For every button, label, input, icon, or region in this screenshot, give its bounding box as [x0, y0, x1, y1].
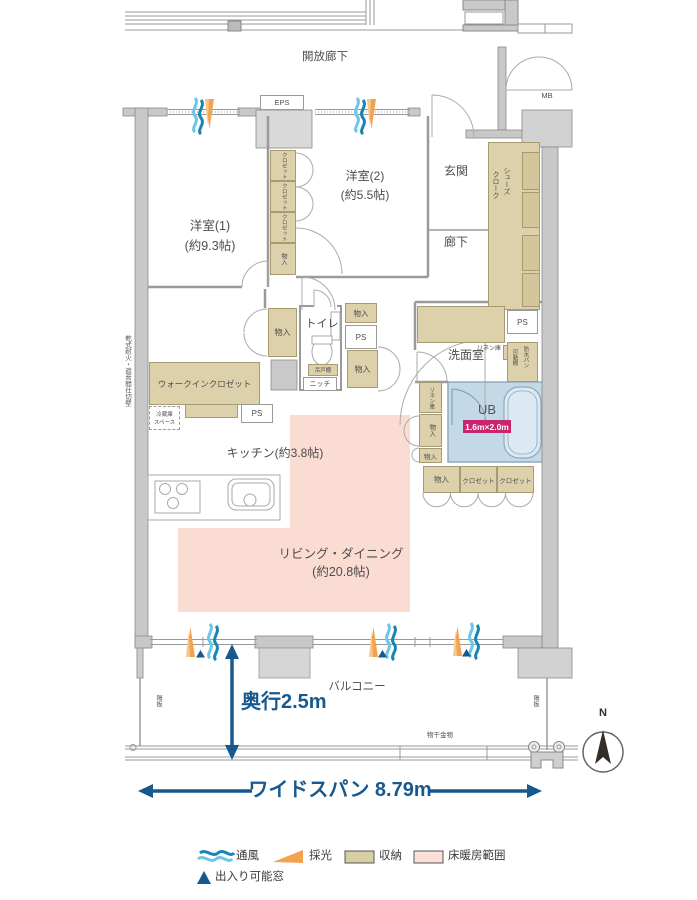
shoe-cloak-label: シューズ: [503, 167, 510, 195]
drywall-note: 乾式耐火・遮音間仕切壁: [123, 335, 131, 407]
room-size-living: (約20.8帖): [312, 565, 370, 579]
room-label-entrance: 玄関: [443, 164, 469, 178]
bath-size-badge: 1.6m×2.0m: [463, 420, 511, 433]
kitchen-sink: [227, 478, 275, 511]
compass: [582, 730, 624, 773]
closet-box: クロゼット: [460, 466, 497, 493]
waterproof-pan-label: 防水パン: [522, 346, 529, 368]
pipe-space-box: PS: [345, 325, 377, 349]
pipe-space-box: PS: [241, 404, 273, 423]
walk-in-closet-ext: [185, 404, 238, 418]
balcony-label: バルコニー: [328, 681, 386, 693]
balcony-railing: [125, 647, 578, 769]
hanging-cupboard-box: 吊戸棚: [308, 364, 338, 376]
light-icon: [453, 626, 462, 656]
compass-north-label: N: [599, 707, 607, 719]
storage-box: 物入: [347, 350, 378, 388]
door-arcs: [241, 56, 573, 508]
duct-pillar: [270, 359, 298, 391]
light-icon: [369, 627, 378, 657]
room-label-washroom: 洗面室: [447, 348, 485, 362]
fridge-space-box: 冷蔵庫スペース: [149, 406, 180, 430]
depth-dimension: 奥行2.5m: [241, 691, 327, 713]
partition-label: 隔板: [155, 695, 161, 707]
shoe-shelf: [522, 192, 540, 228]
movable-shelf-label: 可動棚: [511, 349, 518, 366]
mb-label: MB: [541, 91, 553, 100]
common-corridor-structure: [125, 0, 573, 34]
storage-box: 物入: [419, 448, 442, 463]
room-label-hallway: 廊下: [443, 235, 469, 249]
niche-box: ニッチ: [303, 377, 337, 391]
room-label-western1: 洋室(1): [189, 219, 231, 233]
depth-arrow: [225, 644, 239, 760]
shoe-shelf: [522, 235, 540, 271]
wind-icon: [468, 621, 480, 661]
storage-box: 物入: [423, 466, 460, 493]
storage-box: 物入: [268, 308, 297, 357]
shoe-shelf: [522, 152, 540, 190]
legend-heating-swatch: [413, 850, 444, 864]
balcony-pillar: [517, 647, 573, 679]
laundry-hardware-label: 物干金物: [427, 732, 453, 739]
legend-light-label: 採光: [309, 850, 332, 862]
outer-walls: [122, 46, 573, 679]
legend-exit-window-icon: [197, 871, 211, 884]
room-size-western1: (約9.3帖): [184, 239, 236, 253]
eps-shaft: [255, 109, 313, 149]
room-size-western2: (約5.5帖): [340, 188, 390, 202]
wind-icon: [385, 622, 397, 662]
washbasin-counter: [417, 306, 505, 343]
storage-box: 物入: [345, 303, 377, 323]
interior-walls: [148, 116, 542, 391]
balcony-equipment-box: [258, 647, 311, 679]
wind-icon: [354, 96, 366, 136]
span-dimension: ワイドスパン 8.79m: [248, 779, 432, 801]
laundry-hook: [553, 741, 565, 753]
wind-icon: [192, 96, 204, 136]
legend-heating-label: 床暖房範囲: [448, 850, 506, 862]
compass-needle: [595, 730, 611, 764]
shoe-shelf: [522, 273, 540, 307]
legend-storage-swatch: [344, 850, 375, 864]
room-label-kitchen: キッチン(約3.8帖): [226, 446, 324, 460]
storage-box: 物入: [419, 414, 442, 447]
kitchen-counter: [147, 474, 281, 521]
room-label-bath: UB: [477, 402, 497, 417]
room-label-western2: 洋室(2): [345, 169, 385, 183]
floor-heating-area: [178, 415, 410, 612]
linen-box: リネン庫: [419, 382, 442, 413]
walk-in-closet-box: ウォークインクロゼット: [149, 362, 260, 405]
toilet-cistern: [330, 311, 341, 341]
closet-box: クロゼット: [270, 181, 296, 212]
exit-window-icon: [196, 650, 205, 658]
eps-label-box: EPS: [260, 95, 304, 110]
stove: [154, 480, 201, 514]
shoe-cloak-label: クローク: [492, 171, 499, 199]
legend-light-icon: [273, 850, 303, 863]
legend-wind-label: 通風: [236, 850, 259, 862]
closet-box: クロゼット: [270, 212, 296, 243]
waterproof-pan-box: [507, 342, 538, 382]
storage-box: 物入: [270, 243, 296, 275]
meter-box: [521, 109, 573, 148]
closet-box: クロゼット: [497, 466, 534, 493]
legend-wind-icon: [196, 850, 236, 862]
linen-label: リネン庫: [477, 346, 502, 352]
room-label-living: リビング・ダイニング: [278, 547, 404, 561]
room-label-toilet: トイレ: [305, 318, 339, 330]
laundry-hook: [528, 741, 540, 753]
open-corridor-label: 開放廊下: [302, 51, 348, 63]
legend-storage-label: 収納: [379, 850, 402, 862]
pipe-space-box: PS: [507, 310, 538, 334]
wind-icon: [207, 622, 219, 662]
partition-label: 隔板: [532, 695, 538, 707]
legend-exit-window-label: 出入り可能窓: [215, 871, 284, 883]
span-arrow: [138, 784, 542, 798]
closet-box: クロゼット: [270, 150, 296, 181]
light-icon: [186, 627, 195, 657]
